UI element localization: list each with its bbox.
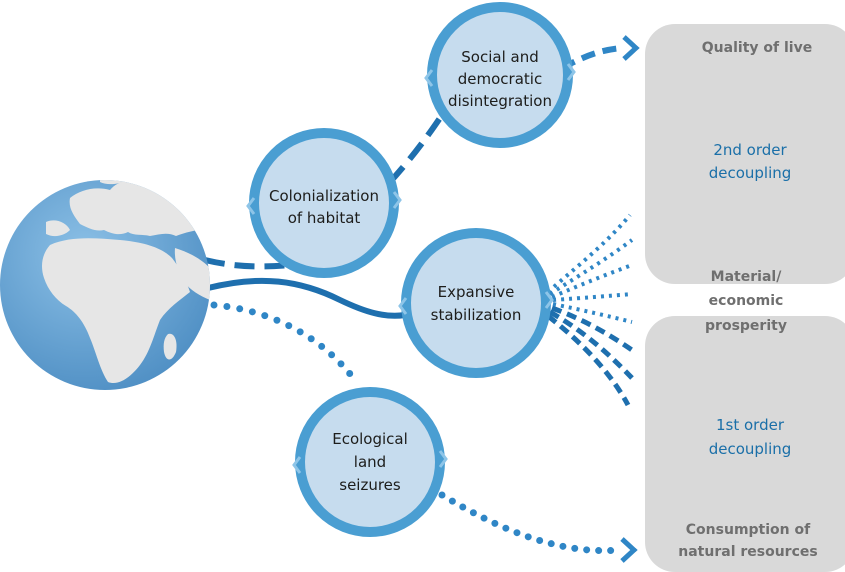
node-ecological-ring bbox=[295, 387, 445, 537]
node-expansive-ring bbox=[401, 228, 551, 378]
node-social-line1: Social and bbox=[461, 48, 538, 66]
flow-globe-to-colonialization bbox=[204, 257, 291, 270]
node-social-line2: democratic bbox=[458, 70, 542, 88]
panel-quality-of-life: Quality of live 2nd order decoupling bbox=[645, 24, 845, 284]
node-colonialization-line2: of habitat bbox=[288, 209, 361, 227]
node-social-ring-arrow-left-icon bbox=[424, 69, 434, 87]
node-colonialization-line1: Colonialization bbox=[269, 187, 379, 205]
globe-icon bbox=[0, 180, 210, 390]
material-label-line2: economic bbox=[709, 293, 784, 309]
fan-line-4 bbox=[552, 292, 633, 302]
flow-ecological-to-resources bbox=[438, 491, 624, 555]
fan-line-2 bbox=[548, 238, 634, 296]
node-expansive-ring-arrow-left-icon bbox=[398, 297, 408, 315]
panel-top-decoupling-line1: 2nd order bbox=[713, 141, 787, 159]
panel-bottom-heading-line1: Consumption of bbox=[686, 522, 811, 538]
fan-line-3 bbox=[551, 263, 633, 299]
node-colonialization-ring-arrow-left-icon bbox=[246, 197, 256, 215]
panel-bottom-decoupling-line2: decoupling bbox=[709, 440, 792, 458]
fan-line-7 bbox=[548, 309, 634, 380]
node-social-ring-arrow-right-icon bbox=[566, 63, 576, 81]
node-ecological-land-seizures: Ecological land seizures bbox=[292, 387, 448, 537]
fan-flows bbox=[546, 213, 634, 407]
material-prosperity-label: Material/ economic prosperity bbox=[705, 269, 787, 334]
flow-globe-to-expansive bbox=[207, 277, 406, 319]
material-label-line1: Material/ bbox=[711, 269, 783, 285]
node-expansive-ring-arrow-right-icon bbox=[544, 291, 554, 309]
node-ecological-line2: land bbox=[354, 453, 386, 471]
node-expansive-stabilization: Expansive stabilization bbox=[398, 228, 554, 378]
panel-top-heading: Quality of live bbox=[702, 40, 812, 56]
node-colonialization-ring-arrow-right-icon bbox=[392, 191, 402, 209]
node-ecological-ring-arrow-right-icon bbox=[438, 450, 448, 468]
flow-colonialization-to-social bbox=[387, 116, 443, 185]
node-ecological-line1: Ecological bbox=[332, 430, 408, 448]
arrow-resources-icon bbox=[620, 537, 638, 563]
fan-line-8 bbox=[546, 314, 631, 407]
arrow-quality-icon bbox=[622, 35, 640, 61]
panel-top-shape bbox=[645, 24, 845, 284]
node-colonialization: Colonialization of habitat bbox=[246, 128, 402, 278]
node-expansive-line2: stabilization bbox=[431, 306, 522, 324]
panel-natural-resources: 1st order decoupling Consumption of natu… bbox=[645, 316, 845, 572]
node-ecological-ring-arrow-left-icon bbox=[292, 456, 302, 474]
node-expansive-line1: Expansive bbox=[438, 283, 515, 301]
globe-continents bbox=[42, 180, 210, 384]
material-label-line3: prosperity bbox=[705, 318, 787, 334]
panel-bottom-shape bbox=[645, 316, 845, 572]
panel-top-decoupling-line2: decoupling bbox=[709, 164, 792, 182]
panel-bottom-heading-line2: natural resources bbox=[678, 544, 817, 560]
node-social-ring bbox=[427, 2, 573, 148]
node-social-disintegration: Social and democratic disintegration bbox=[424, 2, 576, 148]
flow-globe-to-ecological bbox=[210, 301, 359, 384]
node-ecological-line3: seizures bbox=[339, 476, 401, 494]
node-social-line3: disintegration bbox=[448, 92, 552, 110]
fan-line-6 bbox=[551, 305, 634, 353]
node-colonialization-ring bbox=[249, 128, 399, 278]
panel-bottom-decoupling-line1: 1st order bbox=[716, 416, 785, 434]
fan-line-5 bbox=[552, 302, 633, 324]
